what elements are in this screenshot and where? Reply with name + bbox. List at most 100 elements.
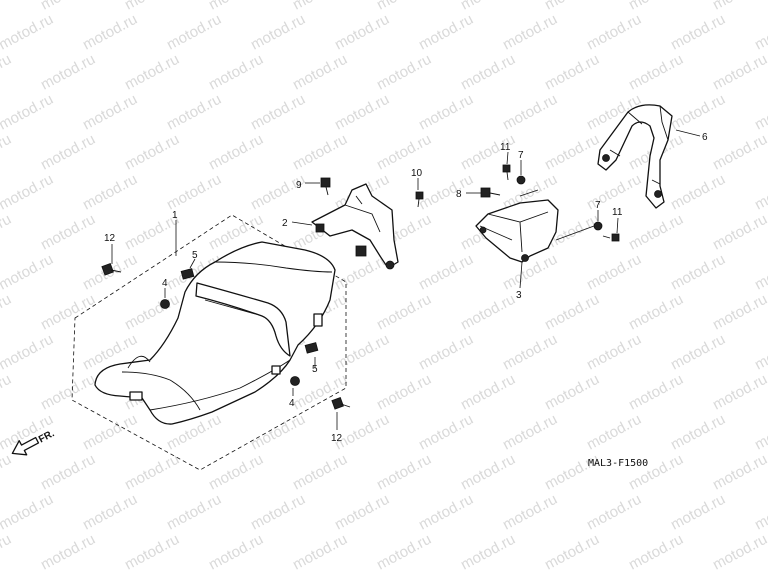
callout-11-right: 11	[612, 207, 623, 218]
watermark-text: motod.ru	[0, 451, 14, 494]
screw-11-right[interactable]	[602, 233, 620, 242]
callout-6: 6	[702, 132, 708, 143]
seat-assembly[interactable]	[71, 214, 347, 471]
grab-rail[interactable]	[597, 104, 673, 209]
screw-7-right[interactable]	[593, 221, 603, 231]
clip-5-lower[interactable]	[304, 342, 319, 354]
callout-12-lower: 12	[331, 433, 343, 444]
watermark-text: motod.ru	[0, 211, 14, 254]
watermark-text: motod.ru	[416, 331, 476, 374]
watermark-text: motod.ru	[710, 291, 768, 334]
watermark-text: motod.ru	[38, 371, 98, 414]
watermark-text: motod.ru	[710, 451, 768, 494]
watermark-text: motod.ru	[626, 371, 686, 414]
callout-labels: 1 12 5 4 5 4 12 2 9 10 8 11 7 3 7 11 6	[104, 132, 708, 444]
leader-lines	[111, 129, 701, 430]
watermark-text: motod.ru	[416, 11, 476, 54]
watermark-text: motod.ru	[374, 291, 434, 334]
watermark-text: motod.ru	[542, 371, 602, 414]
watermark-text: motod.ru	[0, 371, 14, 414]
watermark-text: motod.ru	[710, 131, 768, 174]
watermark-text: motod.ru	[0, 51, 14, 94]
watermark-text: motod.ru	[0, 531, 14, 574]
watermark-text: motod.ru	[668, 411, 728, 454]
watermark-text: motod.ru	[38, 131, 98, 174]
callout-9: 9	[296, 180, 302, 191]
watermark-text: motod.ru	[164, 491, 224, 534]
seat-mount-tab-front	[129, 391, 143, 401]
screw-11-left[interactable]	[502, 164, 511, 181]
watermark-text: motod.ru	[38, 291, 98, 334]
watermark-text: motod.ru	[248, 171, 308, 214]
watermark-text: motod.ru	[416, 171, 476, 214]
watermark-text: motod.ru	[542, 131, 602, 174]
watermark-text: motod.ru	[0, 251, 56, 294]
watermark-text: motod.ru	[752, 491, 768, 534]
seat-bracket[interactable]	[311, 183, 399, 270]
watermark-text: motod.ru	[0, 11, 56, 54]
watermark-text: motod.ru	[626, 291, 686, 334]
watermark-text: motod.ru	[290, 51, 350, 94]
watermark-text: motod.ru	[710, 531, 768, 574]
watermark-text: motod.ru	[416, 491, 476, 534]
nut-4-lower[interactable]	[290, 376, 300, 386]
watermark-text: motod.ru	[374, 51, 434, 94]
assembly-guide-lines	[519, 189, 595, 241]
watermark-text: motod.ru	[584, 11, 644, 54]
seat-rear-edge	[214, 261, 333, 273]
watermark-text: motod.ru	[206, 531, 266, 574]
watermark-text: motod.ru	[248, 411, 308, 454]
callout-11-left: 11	[500, 142, 511, 153]
bolt-12-upper[interactable]	[101, 263, 122, 276]
watermark-text: motod.ru	[374, 531, 434, 574]
watermark-text: motod.ru	[416, 91, 476, 134]
watermark-text: motod.ru	[248, 491, 308, 534]
watermark-text: motod.ru	[332, 91, 392, 134]
watermark-text: motod.ru	[38, 531, 98, 574]
watermark-text: motod.ru	[80, 11, 140, 54]
watermark-text: motod.ru	[290, 531, 350, 574]
watermark-text: motod.ru	[332, 331, 392, 374]
watermark-text: motod.ru	[164, 11, 224, 54]
watermark-text: motod.ru	[626, 51, 686, 94]
clip-5-upper[interactable]	[180, 268, 195, 280]
bolt-10[interactable]	[415, 191, 424, 208]
watermark-text: motod.ru	[0, 331, 56, 374]
bolt-12-lower[interactable]	[331, 397, 351, 410]
watermark-text: motod.ru	[542, 51, 602, 94]
seat-cowl[interactable]	[475, 199, 559, 263]
watermark-text: motod.ru	[0, 291, 14, 334]
watermark-text: motod.ru	[710, 371, 768, 414]
watermark-text: motod.ru	[332, 491, 392, 534]
front-direction-arrow: FR.	[11, 428, 57, 456]
nut-4-upper[interactable]	[160, 299, 170, 309]
watermark-text: motod.ru	[542, 531, 602, 574]
watermark-text: motod.ru	[206, 131, 266, 174]
watermark-text: motod.ru	[752, 331, 768, 374]
callout-4-upper: 4	[162, 278, 168, 289]
watermark-text: motod.ru	[500, 91, 560, 134]
bolt-9[interactable]	[320, 177, 331, 196]
watermark-text: motod.ru	[122, 531, 182, 574]
watermark-text: motod.ru	[626, 211, 686, 254]
watermark-text: motod.ru	[710, 211, 768, 254]
screw-8[interactable]	[480, 187, 501, 198]
callout-12-upper: 12	[104, 233, 116, 244]
watermark-text: motod.ru	[500, 11, 560, 54]
callout-7-right: 7	[595, 200, 601, 211]
watermark-text: motod.ru	[752, 171, 768, 214]
watermark-text: motod.ru	[80, 171, 140, 214]
watermark-text: motod.ru	[164, 91, 224, 134]
watermark-text: motod.ru	[80, 91, 140, 134]
watermark-text: motod.ru	[38, 51, 98, 94]
watermark-text: motod.ru	[0, 171, 56, 214]
watermark-text: motod.ru	[206, 51, 266, 94]
screw-7-left[interactable]	[516, 175, 526, 185]
watermark-text: motod.ru	[374, 451, 434, 494]
watermark-text: motod.ru	[752, 251, 768, 294]
callout-3: 3	[516, 290, 522, 301]
watermark-text: motod.ru	[458, 51, 518, 94]
watermark-text: motod.ru	[416, 251, 476, 294]
